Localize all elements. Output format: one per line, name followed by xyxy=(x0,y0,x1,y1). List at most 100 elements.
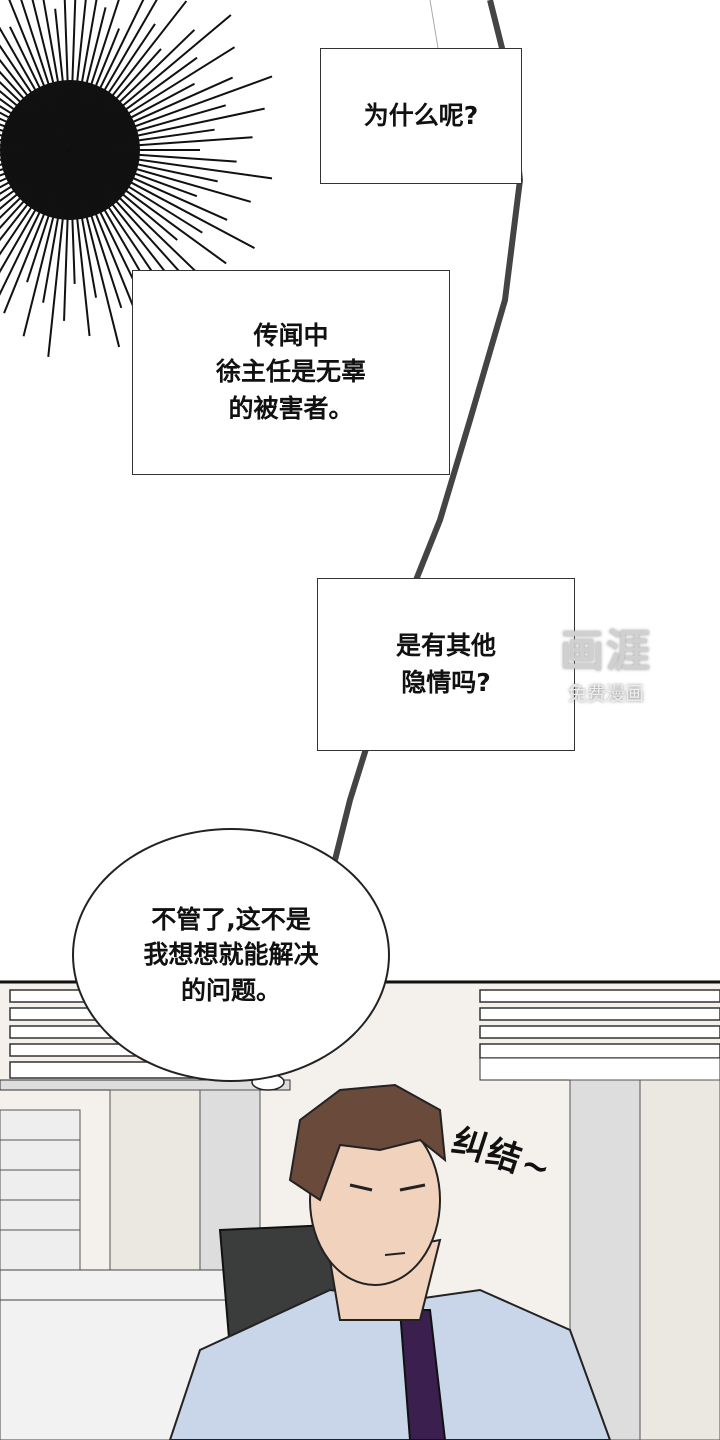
burst-ray xyxy=(0,89,71,151)
burst-ray xyxy=(69,149,251,203)
burst-ray xyxy=(69,149,203,234)
burst-ray xyxy=(0,144,71,151)
caption-line: 隐情吗? xyxy=(401,667,491,697)
dark-burst-effect xyxy=(0,0,273,357)
burst-ray xyxy=(69,149,237,163)
burst-ray xyxy=(69,76,234,151)
burst-ray xyxy=(69,149,199,274)
burst-ray xyxy=(69,149,228,221)
burst-ray xyxy=(69,56,198,151)
burst-ray xyxy=(0,149,71,195)
caption-box-3: 是有其他 隐情吗? xyxy=(317,578,575,751)
burst-ray xyxy=(0,97,71,151)
burst-ray xyxy=(69,104,227,151)
burst-ray xyxy=(47,149,71,357)
burst-ray xyxy=(0,105,71,151)
burst-ray xyxy=(0,139,71,151)
burst-ray xyxy=(69,149,218,183)
caption-line: 的被害者。 xyxy=(228,393,354,423)
burst-ray xyxy=(69,46,236,151)
burst-ray xyxy=(0,149,71,219)
burst-ray xyxy=(0,149,71,230)
burst-ray xyxy=(0,149,71,296)
caption-box-1: 为什么呢? xyxy=(320,48,522,184)
burst-ray xyxy=(69,82,195,151)
burst-ray xyxy=(3,149,71,314)
burst-ray xyxy=(69,0,87,151)
burst-ray xyxy=(69,149,227,265)
burst-ray xyxy=(69,0,77,151)
burst-ray xyxy=(69,149,98,298)
burst-ray xyxy=(0,117,71,151)
burst-ray xyxy=(20,0,71,151)
burst-ray xyxy=(0,26,71,151)
bubble-line: 我想想就能解决 xyxy=(143,940,319,970)
burst-ray xyxy=(69,0,120,151)
burst-ray xyxy=(63,0,71,151)
burst-ray xyxy=(69,75,273,151)
burst-ray xyxy=(31,0,71,151)
burst-ray xyxy=(69,149,178,241)
caption-line: 是有其他 xyxy=(395,631,496,661)
burst-ray xyxy=(42,149,71,303)
watermark: 画涯 免费漫画 xyxy=(560,615,652,706)
burst-ray xyxy=(0,149,71,203)
burst-ray xyxy=(69,107,265,151)
burst-ray xyxy=(0,149,71,256)
burst-ray xyxy=(69,29,196,151)
bubble-line: 不管了,这不是 xyxy=(151,904,311,934)
burst-ray xyxy=(0,70,71,151)
burst-ray xyxy=(0,44,71,151)
caption-line: 为什么呢? xyxy=(363,100,479,130)
watermark-logo: 画涯 xyxy=(560,626,652,677)
burst-ray xyxy=(0,81,71,151)
burst-ray xyxy=(69,23,156,151)
burst-ray xyxy=(26,149,71,283)
caption-line: 徐主任是无辜 xyxy=(215,357,366,387)
caption-box-2: 传闻中 徐主任是无辜 的被害者。 xyxy=(132,270,450,475)
burst-ray xyxy=(69,149,273,180)
burst-ray xyxy=(0,134,71,151)
burst-ray xyxy=(0,149,71,242)
burst-ray xyxy=(0,149,71,172)
burst-ray xyxy=(69,48,162,151)
burst-ray xyxy=(69,136,253,151)
burst-ray xyxy=(69,28,121,151)
burst-ray xyxy=(22,149,71,337)
burst-ray xyxy=(0,149,71,166)
burst-ray xyxy=(0,149,71,274)
burst-ray xyxy=(0,123,71,151)
burst-ray xyxy=(0,149,71,156)
burst-ray xyxy=(0,149,71,189)
burst-ray xyxy=(0,149,71,211)
burst-ray xyxy=(69,149,170,278)
burst-ray xyxy=(69,128,215,151)
burst-ray xyxy=(69,0,145,151)
character-man xyxy=(168,1083,612,1440)
burst-ray xyxy=(69,149,256,250)
burst-ray xyxy=(0,111,71,151)
burst-ray xyxy=(69,149,198,198)
burst-ray xyxy=(0,58,71,151)
speech-bubble: 不管了,这不是 我想想就能解决 的问题。 xyxy=(72,828,390,1082)
watermark-subtitle: 免费漫画 xyxy=(567,683,644,705)
burst-ray xyxy=(69,14,232,151)
burst-ray xyxy=(69,149,121,348)
burst-ray xyxy=(69,149,91,337)
burst-ray xyxy=(42,0,71,151)
burst-ray xyxy=(63,149,71,321)
burst-ray xyxy=(8,0,71,151)
caption-line: 传闻中 xyxy=(253,321,329,351)
bubble-line: 的问题。 xyxy=(180,975,281,1005)
burst-ray xyxy=(0,149,71,177)
burst-ray xyxy=(69,0,98,151)
burst-ray xyxy=(9,26,71,151)
burst-ray xyxy=(54,8,71,151)
burst-ray xyxy=(69,149,144,277)
burst-ray xyxy=(69,7,107,151)
burst-ray xyxy=(0,149,71,161)
burst-ray xyxy=(69,149,76,284)
burst-ray xyxy=(0,128,71,151)
burst-ray xyxy=(69,0,158,151)
